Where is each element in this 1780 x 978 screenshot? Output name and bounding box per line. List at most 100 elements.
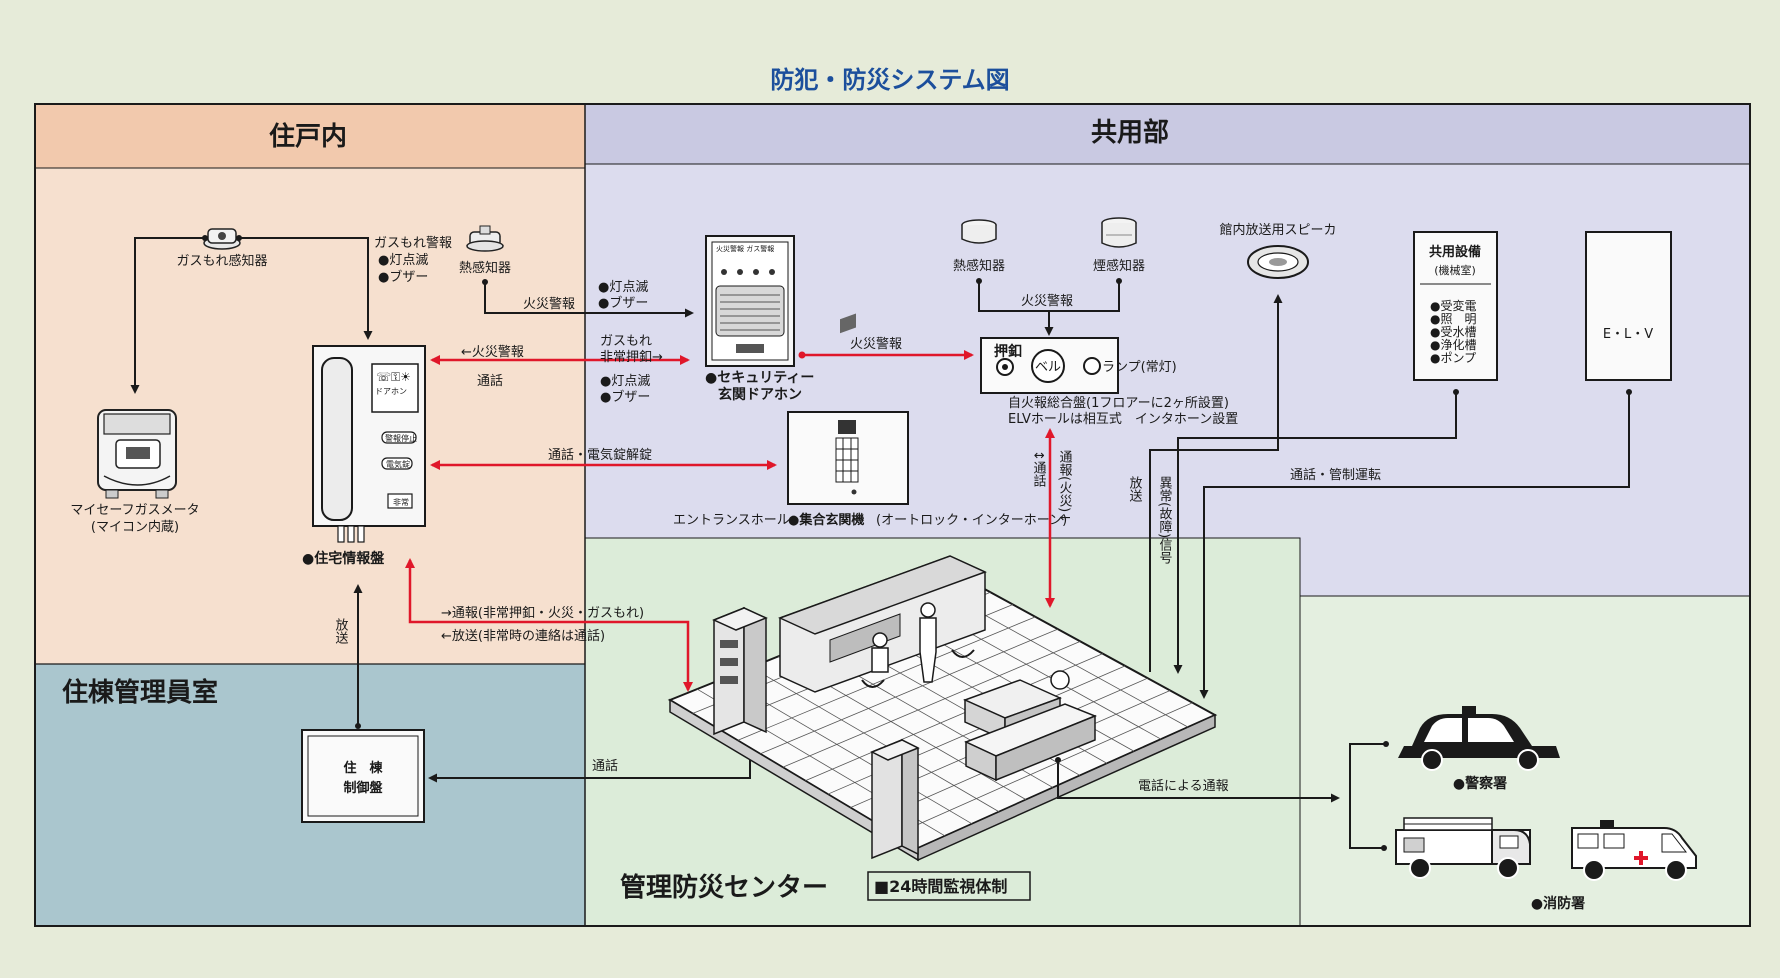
fire-dept-label: ●消防署 [1531,895,1585,912]
cabinet [870,738,920,860]
security-intercom-label-1: ●セキュリティー [705,370,814,386]
handset-icon [321,357,353,521]
gas-leak-emergency-label-2: 非常押釦→ [600,349,663,365]
building-control-panel [301,729,425,823]
equip-item-1: ●受変電 [1430,298,1476,313]
intercom-symbols: ☏⚿☀ [376,370,411,384]
operator-figures [861,602,975,688]
disaster-center-heading: 管理防災センター [620,873,828,903]
common-area-heading: 共用部 [1091,118,1169,148]
gas-meter-icon [97,409,177,499]
fire-alarm-label-1: 火災警報 [523,296,575,312]
floor-grid-line [751,666,1000,813]
home-information-panel: ドアホン ☏⚿☀ 警報停止 電気錠 非常 [312,345,426,543]
call-label-1: 通話 [477,373,503,389]
fire-panel-label-1: 自火報総合盤(1フロアーに2ヶ所設置) [1008,395,1229,411]
intercom-door-label: ドアホン [375,387,407,396]
speaker-icon [1247,245,1309,279]
entrance-intercom-unit [787,411,909,505]
alarm-stop-button: 警報停止 [385,433,417,443]
heat-sensor-common-label: 熱感知器 [953,258,1005,274]
floor-grid-line [737,616,1036,741]
fire-alarm-left-label: ←火災警報 [461,344,524,360]
control-console [778,313,987,693]
bell-icon [1031,349,1065,383]
police-car-icon [1398,706,1560,771]
common-header-bg [585,104,1750,164]
fire-alarm-label-3: 火災警報 [1021,293,1073,309]
heat-sensor-icon [466,225,504,252]
report-line-label: →通報(非常押釦・火災・ガスもれ) [441,605,644,621]
desk-unit [963,670,1098,782]
lock-button: 電気錠 [386,459,410,469]
broadcast-line-label: ←放送(非常時の連絡は通話) [441,628,605,644]
emergency-button: 非常 [393,497,409,507]
equip-item-4: ●浄化槽 [1430,338,1476,352]
monitoring-label: ■24時間監視体制 [874,877,1007,896]
report-fire-vertical-label: 通報(火災)↓ [1057,450,1073,523]
lamp-blink-label-3: ●灯点滅 [600,374,650,389]
shared-equipment-box [1413,231,1498,381]
police-label: ●警察署 [1453,775,1507,792]
home-panel-label: ●住宅情報盤 [302,550,385,567]
elevator-box [1585,231,1672,381]
heat-sensor-label: 熱感知器 [459,260,511,276]
phone-report-label: 電話による通報 [1138,778,1229,794]
lamp-label: ランプ(常灯) [1102,360,1177,375]
smoke-sensor-label: 煙感知器 [1093,258,1145,274]
gas-leak-sensor-label: ガスもれ感知器 [176,253,267,269]
lamp-blink-label-1: ●灯点滅 [378,253,428,268]
security-intercom-label-2: 玄関ドアホン [718,386,802,403]
entrance-unit-detail-label: (オートロック・インターホーン) [876,513,1067,528]
diagram-title: 防犯・防災システム図 [770,66,1009,94]
gas-leak-emergency-label-1: ガスもれ [600,334,652,349]
gas-meter-label-1: マイセーフガスメータ [70,503,199,518]
floor-grid-line [760,628,1058,755]
call-control-label: 通話・管制運転 [1290,467,1381,483]
equipment-rack [712,606,768,736]
call-label-2: 通話 [592,758,618,774]
building-panel-label-1: 住 棟 [343,760,383,776]
entrance-hall-label: エントランスホール [673,513,790,528]
common-area-extension [1300,538,1750,596]
monitoring-badge [867,871,1031,901]
push-button-label: 押釦 [994,343,1022,360]
ambulance-icon [1571,820,1697,881]
fire-panel-label-2: ELVホールは相互式 インタホーン設置 [1008,411,1238,427]
unit-header-bg [35,104,585,168]
broadcast-label-2: 放送 [333,618,349,645]
equip-item-5: ●ポンプ [1430,351,1476,365]
floor-grid-line [782,640,1081,768]
lamp-blink-label-2: ●灯点滅 [598,280,648,295]
speaker-label: 館内放送用スピーカ [1219,222,1336,238]
door-panel-top-label: 火災警報 ガス警報 [716,244,774,253]
elv-label: E・L・V [1603,327,1653,342]
fire-truck-icon [1395,817,1531,879]
buzzer-label-1: ●ブザー [378,269,428,285]
buzzer-label-2: ●ブザー [598,295,648,311]
gas-meter-label-2: (マイコン内蔵) [91,519,179,535]
fire-alarm-label-2: 火災警報 [850,336,902,352]
gas-leak-sensor-icon [203,228,241,250]
building-panel-label-2: 制御盤 [343,780,383,796]
floor-grid-line [895,702,1193,835]
unit-interior-heading: 住戸内 [269,121,347,152]
lamp-icon [1083,357,1101,375]
heat-sensor-common-icon [961,219,997,244]
bell-label: ベル [1035,360,1061,375]
smoke-detector-icon [1101,217,1137,248]
shared-equipment-label-2: (機械室) [1434,263,1476,277]
broadcast-vertical-label: 放送 [1127,476,1143,503]
manager-room-heading: 住棟管理員室 [62,677,218,708]
equip-item-2: ●照 明 [1430,312,1476,326]
call-vertical-label: ↕通話 [1031,450,1047,487]
security-door-intercom: 火災警報 ガス警報 [705,235,795,367]
shared-equipment-label-1: 共用設備 [1429,244,1481,260]
gas-leak-alarm-label: ガスもれ警報 [374,235,452,251]
fault-signal-label: 異常(故障)信号 [1157,476,1173,565]
fire-alarm-panel: 押釦 ベル [980,337,1119,394]
entrance-unit-label: ●集合玄関機 [788,512,864,528]
equip-item-3: ●受水槽 [1430,325,1476,339]
